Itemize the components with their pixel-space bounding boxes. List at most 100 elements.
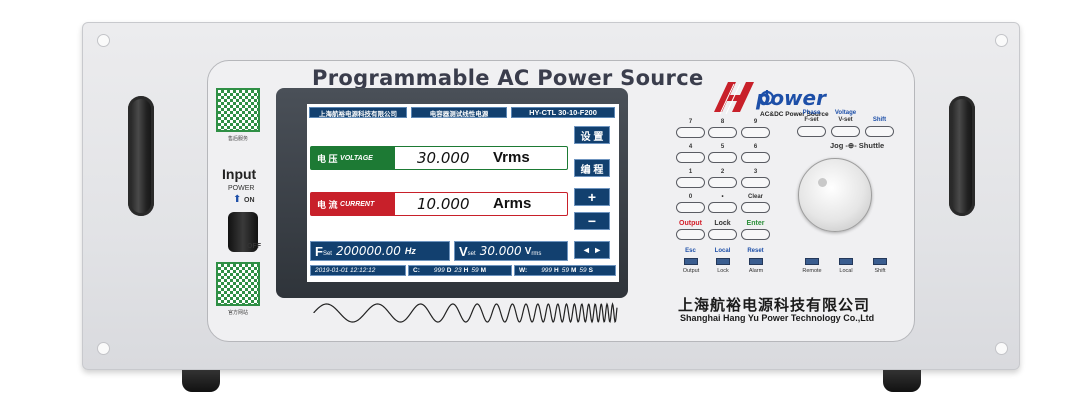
c-h: H: [463, 267, 469, 274]
off-label: OFF: [247, 243, 261, 250]
status-datetime: 2019-01-01 12:12:12: [310, 265, 406, 276]
fset-display[interactable]: F Set 200000.00 Hz: [310, 241, 450, 261]
key-3[interactable]: [741, 177, 770, 188]
status-w-counter: W: 999 H 59 M 59 S: [514, 265, 616, 276]
key-label-3: 3: [753, 169, 758, 175]
vset-key[interactable]: [831, 126, 860, 137]
power-label: POWER: [228, 185, 255, 192]
header-company: 上海航裕电源科技有限公司: [309, 107, 407, 118]
lcd-screen: 上海航裕电源科技有限公司 电容器测试线性电源 HY-CTL 30-10-F200…: [307, 104, 619, 282]
voltage-label: 电 压 VOLTAGE: [311, 147, 395, 169]
voltage-label-en: VOLTAGE: [340, 154, 373, 162]
voltage-key-top-label: Voltage: [834, 110, 857, 116]
key-label-7: 7: [688, 119, 693, 125]
c-hours: 23: [454, 267, 462, 274]
qr-code-website: [216, 262, 260, 306]
left-handle[interactable]: [128, 96, 154, 216]
current-label-en: CURRENT: [340, 200, 375, 208]
key-8[interactable]: [708, 127, 737, 138]
c-minutes: 59: [471, 267, 479, 274]
key-4[interactable]: [676, 152, 705, 163]
brand-logo: power AC&DC Power Source: [714, 82, 829, 118]
voltage-readout: 电 压 VOLTAGE 30.000 Vrms: [310, 146, 568, 170]
c-d: D: [446, 267, 452, 274]
jog-shuttle-knob[interactable]: [798, 158, 872, 232]
output-indicator-led: [684, 258, 698, 265]
key-label-4: 4: [688, 144, 693, 150]
key-2[interactable]: [708, 177, 737, 188]
alarm-indicator-label: Alarm: [748, 268, 764, 274]
key-label-enter: Enter: [746, 220, 765, 227]
alarm-indicator-led: [749, 258, 763, 265]
key-0[interactable]: [676, 202, 705, 213]
vset-value: 30.000: [479, 244, 522, 258]
logo-h-stripes: [719, 83, 741, 115]
panel-title: Programmable AC Power Source: [312, 66, 704, 90]
logo-tagline: AC&DC Power Source: [760, 111, 829, 118]
voltage-value: 30.000: [417, 149, 470, 167]
w-minutes: 59: [561, 267, 569, 274]
key-5[interactable]: [708, 152, 737, 163]
key-label-esc: Esc: [685, 248, 696, 254]
jog-shuttle-label: Jog -⊕- Shuttle: [830, 141, 885, 150]
input-label: Input: [222, 166, 257, 182]
key-label-reset: Reset: [747, 248, 764, 254]
qr-caption-after-sales: 售后服务: [227, 136, 248, 142]
shift-indicator-label: Shift: [874, 268, 886, 274]
key-6[interactable]: [741, 152, 770, 163]
key-enter[interactable]: [741, 229, 770, 240]
w-label: W:: [519, 267, 528, 274]
vset-display[interactable]: V set 30.000 V rms: [454, 241, 568, 261]
current-readout: 电 流 CURRENT 10.000 Arms: [310, 192, 568, 216]
company-name-en: Shanghai Hang Yu Power Technology Co.,Lt…: [680, 313, 875, 323]
mounting-hole: [97, 342, 110, 355]
setup-button[interactable]: 设 置: [574, 126, 610, 144]
key-output[interactable]: [676, 229, 705, 240]
waveform-path: [313, 302, 618, 324]
vset-unit: V: [524, 245, 532, 257]
arrow-up-icon: ⬆: [233, 194, 242, 205]
fset-sub: Set: [322, 251, 332, 257]
key-lock[interactable]: [708, 229, 737, 240]
minus-button[interactable]: −: [574, 212, 610, 230]
power-switch[interactable]: [228, 212, 258, 252]
key-label-1: 1: [688, 169, 693, 175]
qr-code-after-sales: [216, 88, 260, 132]
plus-button[interactable]: +: [574, 188, 610, 206]
sine-waveform-graphic: [313, 302, 618, 324]
key-label-local: Local: [714, 248, 731, 254]
left-foot: [182, 370, 220, 392]
phase-label: Phase: [802, 110, 821, 116]
company-name-cn: 上海航裕电源科技有限公司: [678, 297, 871, 314]
key-7[interactable]: [676, 127, 705, 138]
logo-brand-text: power: [755, 86, 827, 110]
fset-unit: Hz: [404, 246, 416, 256]
knob-dimple: [818, 178, 827, 187]
arrow-buttons[interactable]: ◄ ►: [574, 241, 610, 259]
shift-key[interactable]: [865, 126, 894, 137]
w-s: S: [588, 267, 593, 274]
key-label-0: 0: [688, 194, 693, 200]
program-button[interactable]: 编 程: [574, 159, 610, 177]
key-9[interactable]: [741, 127, 770, 138]
w-value: 999: [541, 267, 553, 274]
right-foot: [883, 370, 921, 392]
key-label-5: 5: [720, 144, 725, 150]
key-label-9: 9: [753, 119, 758, 125]
key-1[interactable]: [676, 177, 705, 188]
fset-key[interactable]: [797, 126, 826, 137]
mounting-hole: [97, 34, 110, 47]
vset-sub: set: [467, 251, 476, 257]
qr-caption-website: 官方网站: [227, 310, 248, 316]
key-label-8: 8: [720, 119, 725, 125]
key-label-6: 6: [753, 144, 758, 150]
key-dot[interactable]: [708, 202, 737, 213]
fset-value: 200000.00: [335, 244, 401, 258]
output-indicator-label: Output: [682, 268, 700, 274]
current-value: 10.000: [417, 195, 470, 213]
shift-key-label: Shift: [872, 117, 887, 123]
key-clear[interactable]: [741, 202, 770, 213]
right-handle[interactable]: [949, 96, 975, 216]
shift-indicator-led: [873, 258, 887, 265]
key-label-2: 2: [720, 169, 725, 175]
